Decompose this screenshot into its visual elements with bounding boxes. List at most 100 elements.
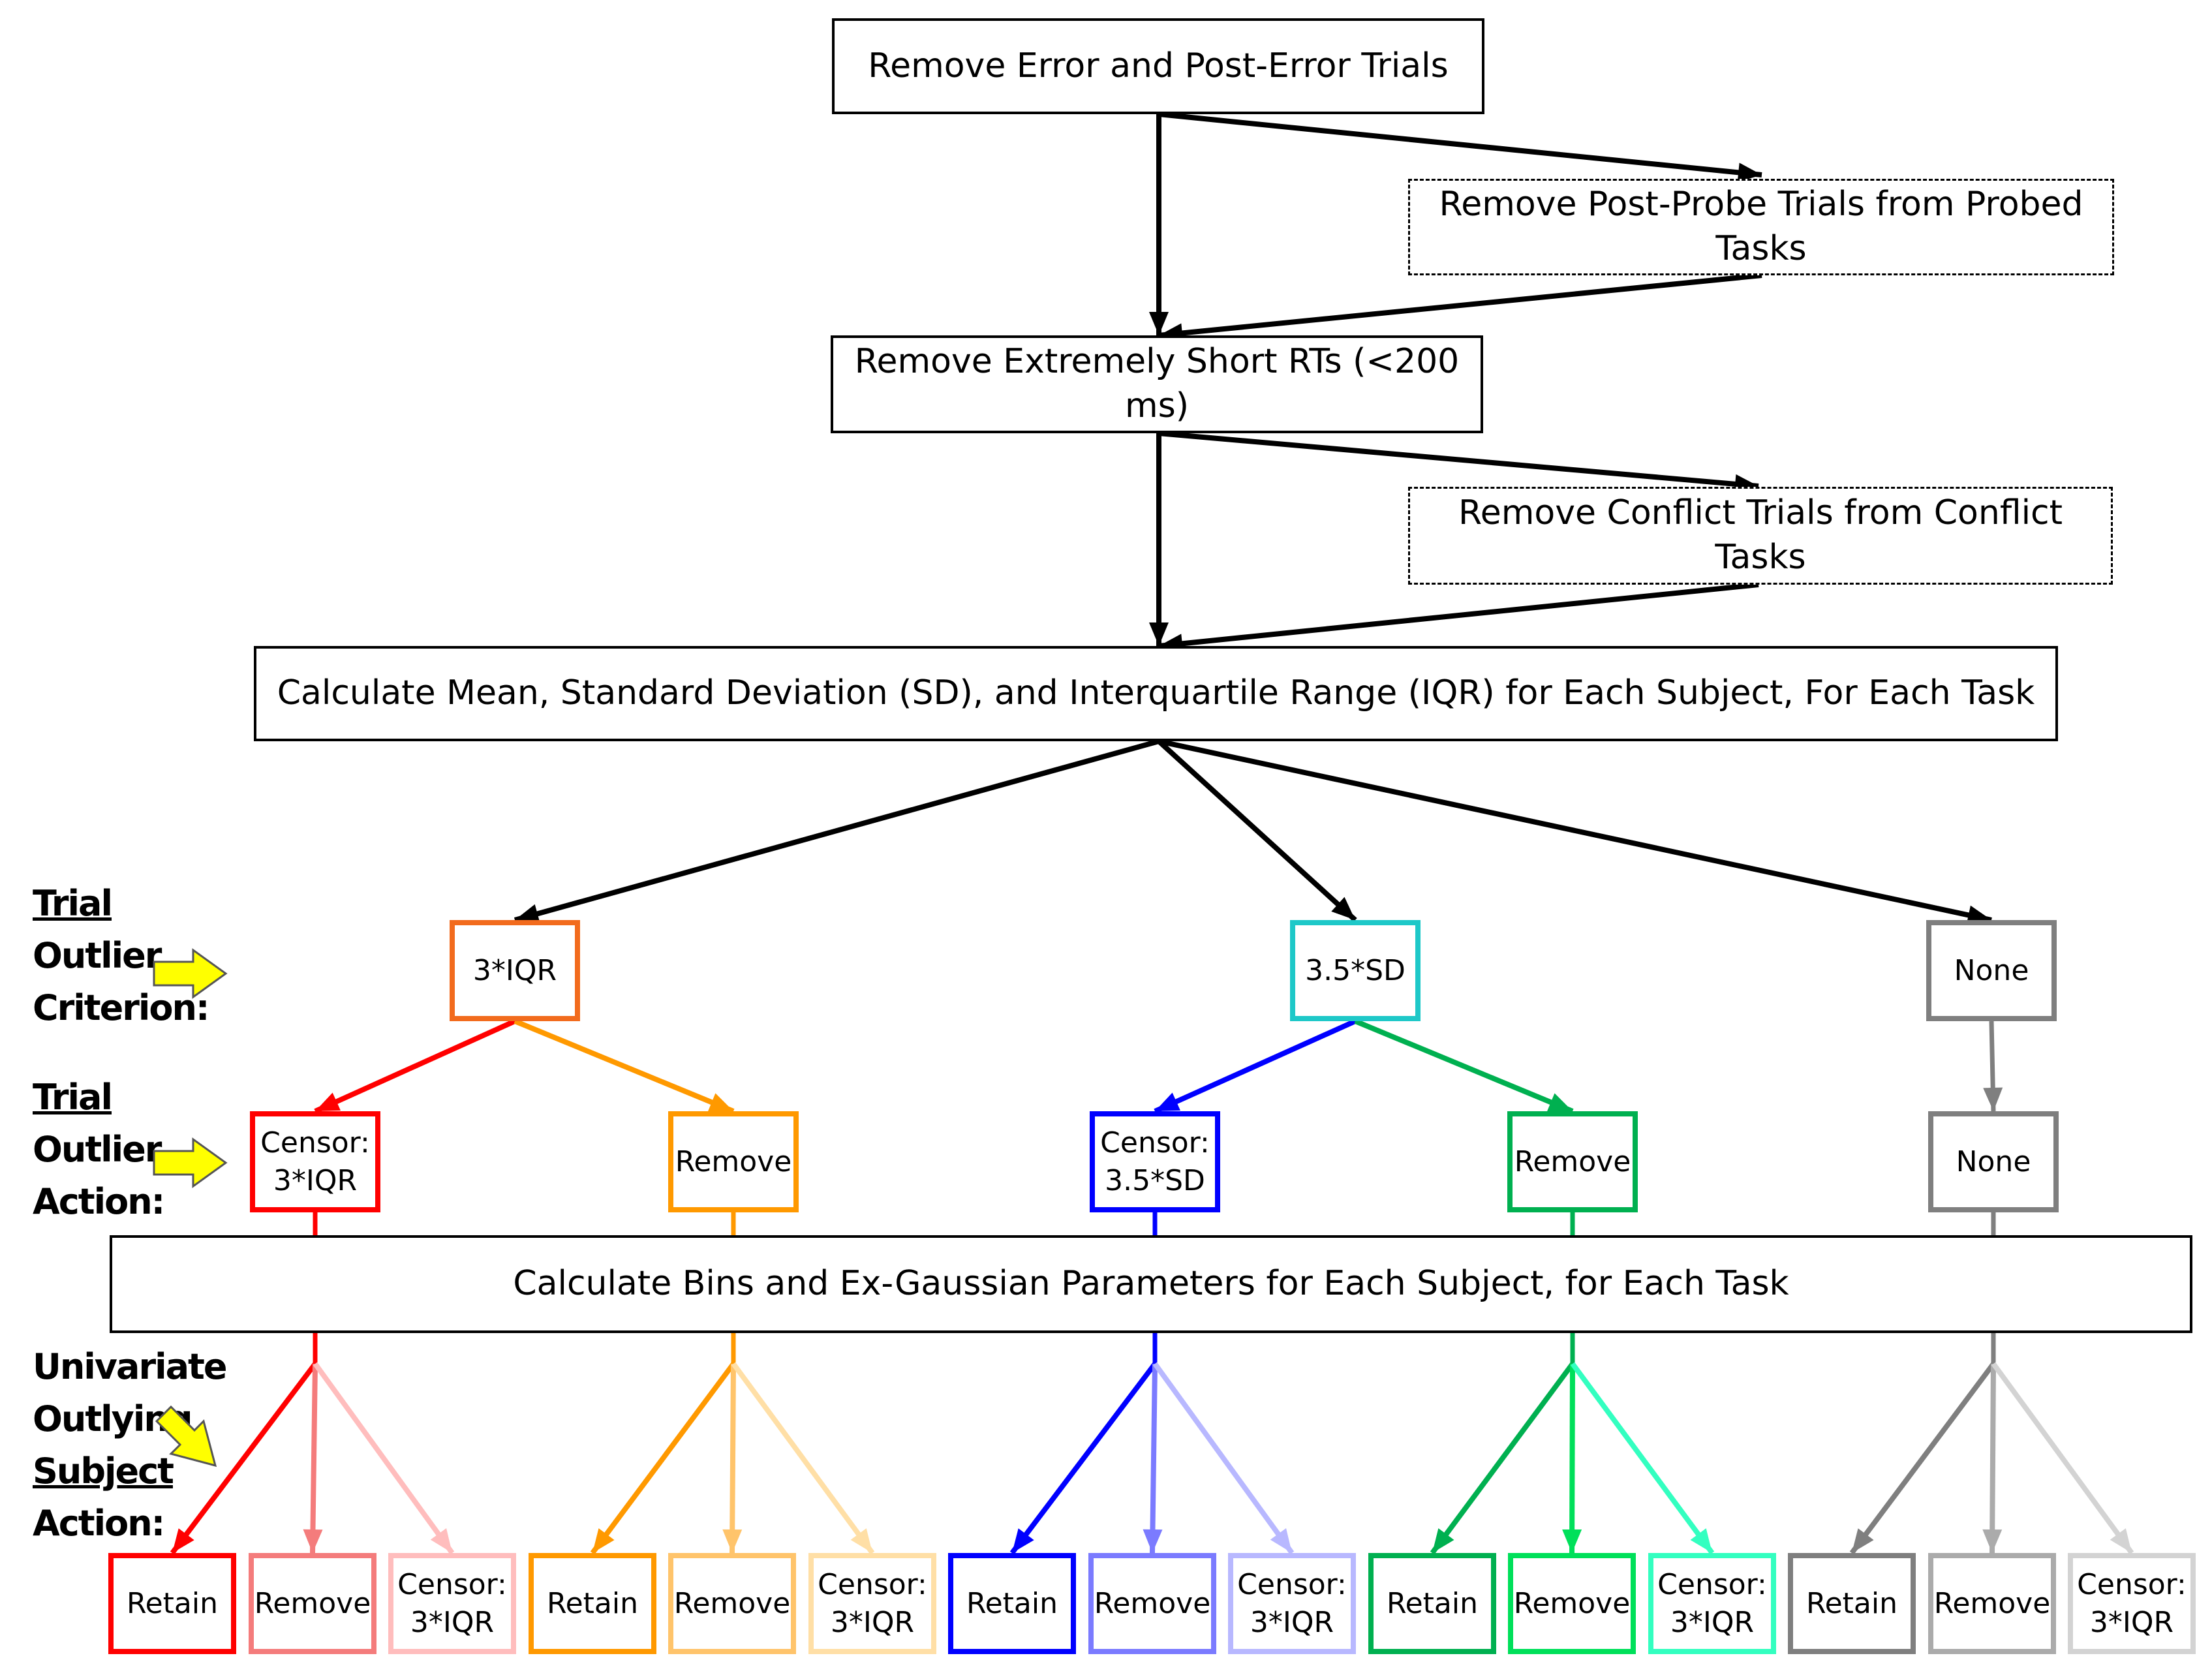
subject-action-box: Remove [1508, 1553, 1636, 1654]
step-calculate-stats-text: Calculate Mean, Standard Deviation (SD),… [277, 673, 2035, 713]
criterion-label: None [1954, 953, 2029, 987]
step-remove-short-rts-text: Remove Extremely Short RTs (<200 ms) [854, 342, 1460, 425]
arrowhead [2110, 1528, 2132, 1553]
arrowhead [1155, 1092, 1180, 1111]
row-label-trial-outlier-action: Trial Outlier Action: [33, 1071, 165, 1228]
yellow-arrow-icon [153, 1137, 228, 1188]
step-remove-conflict-text: Remove Conflict Trials from Conflict Tas… [1458, 493, 2063, 577]
subject-action-label: Censor: 3*IQR [1237, 1568, 1347, 1639]
subject-action-box: Retain [948, 1553, 1076, 1654]
step-remove-conflict: Remove Conflict Trials from Conflict Tas… [1408, 487, 2113, 585]
arrowhead [1983, 1087, 2003, 1111]
row-label-trial-outlier-criterion: Trial Outlier Criterion: [33, 878, 209, 1034]
trial-action-censor-sd-box: Censor: 3.5*SD [1090, 1111, 1220, 1212]
trial-action-label: Censor: 3*IQR [260, 1126, 370, 1197]
yellow-arrow-icon [153, 948, 228, 999]
connector-arrow [731, 1362, 875, 1555]
subject-action-box: Retain [108, 1553, 236, 1654]
connector-arrows [170, 112, 2134, 1555]
subject-action-label: Retain [127, 1586, 218, 1620]
trial-action-remove-green-box: Remove [1507, 1111, 1638, 1212]
trial-action-label: Censor: 3.5*SD [1100, 1126, 1210, 1197]
arrowhead [315, 1092, 341, 1111]
step-remove-post-probe-text: Remove Post-Probe Trials from Probed Tas… [1439, 185, 2083, 268]
connector-arrow [730, 1363, 736, 1554]
arrowhead [1982, 1529, 2003, 1553]
subject-action-box: Censor: 3*IQR [388, 1553, 516, 1654]
connector-arrow [1157, 739, 1357, 922]
subject-action-label: Censor: 3*IQR [397, 1568, 507, 1639]
trial-action-remove-orange-box: Remove [668, 1111, 799, 1212]
connector-arrow [170, 1362, 318, 1555]
arrowhead [1432, 1528, 1454, 1553]
row-label-line: Outlier [33, 1129, 162, 1170]
trial-action-censor-iqr-box: Censor: 3*IQR [250, 1111, 380, 1212]
subject-action-box: Censor: 3*IQR [808, 1553, 936, 1654]
trial-action-none-box: None [1928, 1111, 2059, 1212]
arrowhead [592, 1528, 615, 1553]
step-calculate-stats: Calculate Mean, Standard Deviation (SD),… [254, 646, 2058, 741]
yellow-arrow-icon [155, 1405, 217, 1468]
subject-action-label: Retain [1387, 1586, 1478, 1620]
subject-action-label: Remove [673, 1586, 791, 1620]
row-label-line: Trial [33, 1077, 113, 1118]
arrowhead [303, 1529, 323, 1553]
subject-action-label: Censor: 3*IQR [2077, 1568, 2187, 1639]
subject-action-label: Remove [1933, 1586, 2051, 1620]
criterion-3-5sd-box: 3.5*SD [1290, 920, 1421, 1021]
subject-action-label: Retain [547, 1586, 638, 1620]
subject-action-box: Remove [1928, 1553, 2056, 1654]
subject-action-label: Remove [254, 1586, 371, 1620]
arrowhead [1562, 1529, 1582, 1553]
step-remove-errors-text: Remove Error and Post-Error Trials [868, 46, 1449, 85]
arrowhead [1143, 1529, 1163, 1553]
step-remove-errors: Remove Error and Post-Error Trials [832, 18, 1484, 114]
step-remove-post-probe: Remove Post-Probe Trials from Probed Tas… [1408, 179, 2114, 275]
arrowhead [850, 1528, 872, 1553]
arrowhead [722, 1529, 743, 1553]
row-label-line: Action: [33, 1503, 165, 1544]
subject-action-box: Retain [529, 1553, 656, 1654]
connector-arrow [1158, 273, 1762, 338]
subject-action-label: Censor: 3*IQR [818, 1568, 927, 1639]
subject-action-label: Censor: 3*IQR [1657, 1568, 1767, 1639]
subject-action-box: Censor: 3*IQR [2068, 1553, 2196, 1654]
subject-action-label: Remove [1513, 1586, 1631, 1620]
connector-arrow [1991, 1362, 2134, 1555]
connector-arrow [1158, 582, 1759, 649]
connector-arrow [1430, 1362, 1575, 1555]
subject-action-label: Retain [1806, 1586, 1897, 1620]
subject-action-label: Retain [966, 1586, 1058, 1620]
subject-action-box: Censor: 3*IQR [1648, 1553, 1776, 1654]
arrowhead [1690, 1528, 1712, 1553]
row-label-line: Trial [33, 883, 113, 924]
arrowhead [1737, 162, 1762, 183]
connector-arrow [1849, 1362, 1996, 1555]
connector-arrow [1989, 1363, 1996, 1554]
connector-arrow [1354, 1019, 1574, 1114]
connector-arrow [514, 1019, 735, 1114]
subject-action-box: Retain [1368, 1553, 1496, 1654]
subject-action-box: Remove [668, 1553, 796, 1654]
arrowhead [172, 1528, 194, 1553]
criterion-label: 3*IQR [472, 953, 557, 987]
trial-action-label: Remove [675, 1145, 792, 1178]
connector-arrow [314, 1019, 516, 1114]
arrowhead [1149, 622, 1169, 646]
row-label-line: Outlier [33, 935, 162, 976]
connector-arrow [514, 739, 1160, 923]
connector-arrow [1150, 1363, 1158, 1554]
connector-arrow [310, 1363, 318, 1554]
arrowhead [1149, 312, 1169, 335]
step-calculate-bins: Calculate Bins and Ex-Gaussian Parameter… [110, 1235, 2192, 1333]
arrowhead [708, 1093, 733, 1112]
connector-arrow [1009, 1362, 1158, 1555]
trial-action-label: Remove [1514, 1145, 1631, 1178]
criterion-label: 3.5*SD [1305, 953, 1406, 987]
subject-action-box: Remove [249, 1553, 376, 1654]
step-calculate-bins-text: Calculate Bins and Ex-Gaussian Parameter… [513, 1264, 1789, 1304]
connector-arrow [1154, 1019, 1357, 1114]
arrowhead [1331, 897, 1355, 920]
row-label-line: Action: [33, 1181, 165, 1222]
